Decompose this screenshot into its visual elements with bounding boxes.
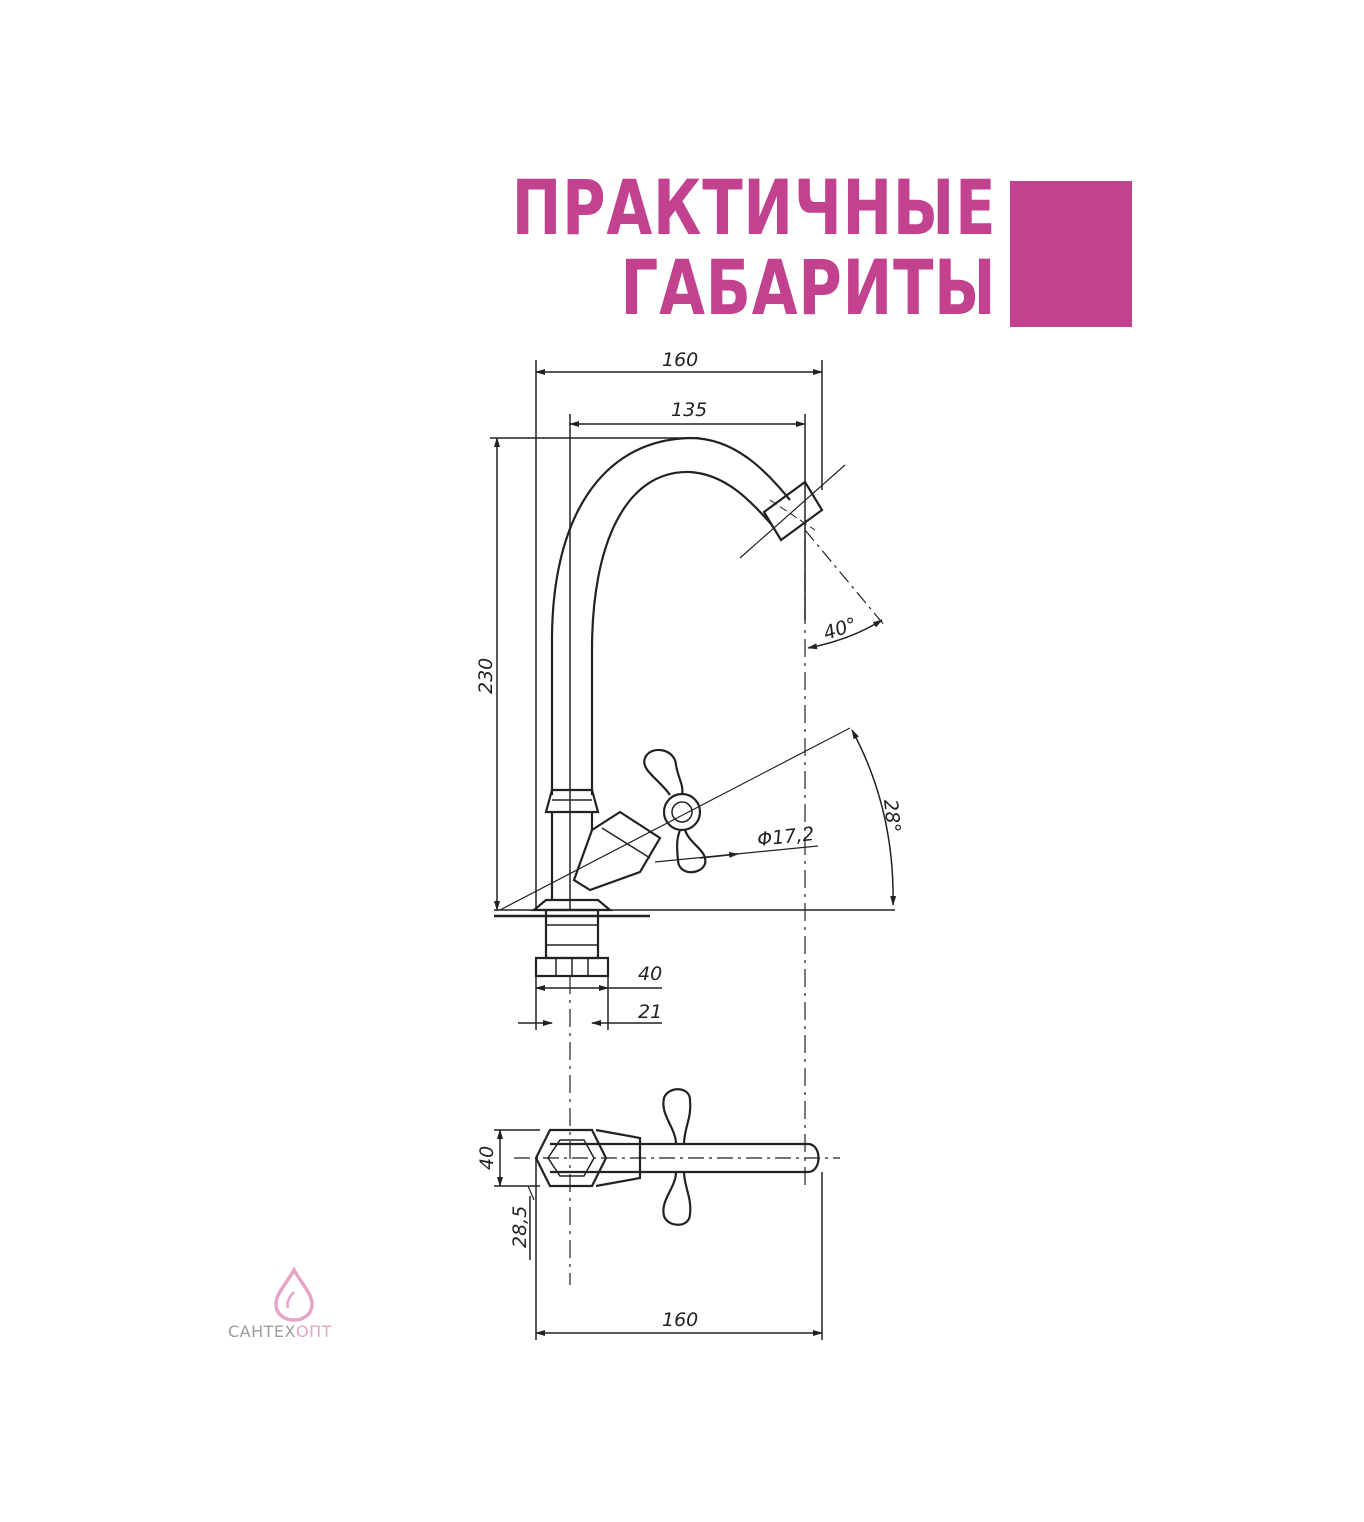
logo-text-part1: САНТЕХ — [228, 1322, 296, 1341]
valve-head — [662, 792, 702, 832]
dim-230: 230 — [475, 658, 497, 694]
handle-bottom — [676, 829, 707, 874]
dim-21: 21 — [638, 1001, 662, 1023]
aerator — [762, 480, 824, 542]
dim-40-nut: 40 — [638, 963, 662, 985]
headline-line-2: ГАБАРИТЫ — [620, 243, 996, 332]
water-drop-icon — [274, 1266, 314, 1322]
headline: ПРАКТИЧНЫЕ ГАБАРИТЫ — [511, 168, 996, 328]
dim-28-5: 28,5 — [509, 1206, 531, 1248]
plan-handle-bottom — [662, 1171, 692, 1226]
spout-outer — [550, 436, 791, 795]
angle-arc-40 — [807, 619, 883, 650]
logo-text-part2: ОПТ — [296, 1322, 332, 1341]
dim-135: 135 — [671, 399, 707, 421]
logo: САНТЕХОПТ — [228, 1266, 358, 1346]
flange — [530, 898, 614, 912]
spout-inner — [590, 470, 773, 795]
headline-line-1: ПРАКТИЧНЫЕ — [511, 163, 996, 252]
accent-block — [1010, 181, 1132, 327]
dim-160-top: 160 — [662, 349, 698, 371]
dim-28-angle: 28° — [879, 798, 904, 834]
logo-text: САНТЕХОПТ — [228, 1322, 332, 1341]
angle-arc-28 — [851, 729, 897, 906]
valve-housing — [572, 810, 662, 892]
dim-40-angle: 40° — [821, 613, 860, 644]
plan-handle-top — [662, 1088, 692, 1145]
body-collar — [544, 788, 600, 814]
dim-40-plan: 40 — [476, 1146, 498, 1170]
dim-160-bottom: 160 — [662, 1309, 698, 1331]
handle-top — [643, 748, 684, 796]
